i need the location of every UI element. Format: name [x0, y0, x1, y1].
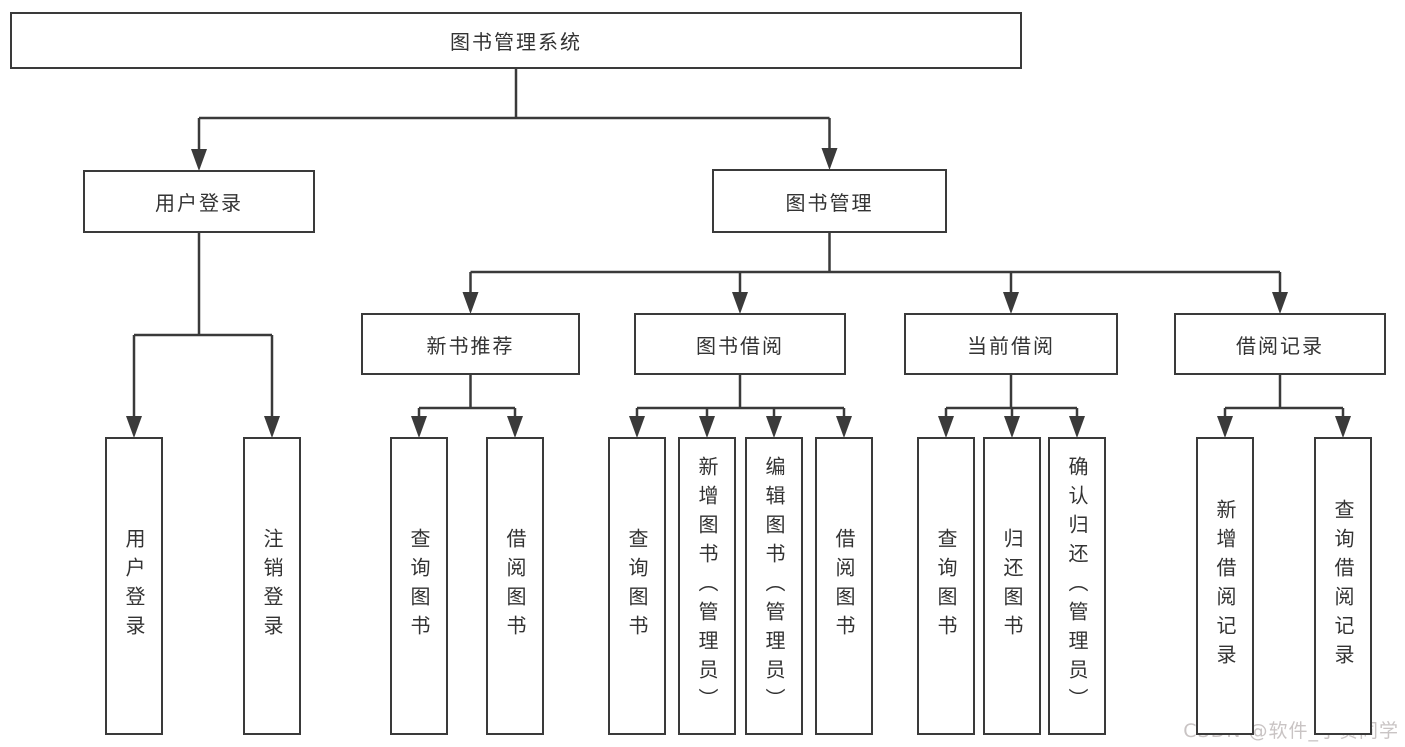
- node-borrow-records: 借阅记录: [1174, 313, 1386, 375]
- arrowhead: [1217, 416, 1233, 438]
- arrowhead: [1069, 416, 1085, 438]
- node-label-leaf-bb-edit: 编辑图书（管理员）: [762, 455, 786, 717]
- node-label-leaf-bb-query: 查询图书: [625, 528, 649, 644]
- node-label-leaf-br-query: 查询借阅记录: [1331, 499, 1355, 673]
- node-leaf-cb-query: 查询图书: [917, 437, 975, 735]
- arrowhead: [1003, 292, 1019, 314]
- node-label-leaf-user-login: 用户登录: [122, 528, 146, 644]
- node-label-leaf-logout: 注销登录: [260, 528, 284, 644]
- node-leaf-cb-return: 归还图书: [983, 437, 1041, 735]
- arrowhead: [126, 416, 142, 438]
- arrowhead: [507, 416, 523, 438]
- node-leaf-bb-add: 新增图书（管理员）: [678, 437, 736, 735]
- node-leaf-br-query: 查询借阅记录: [1314, 437, 1372, 735]
- node-label-new-book-rec: 新书推荐: [426, 333, 515, 358]
- node-leaf-cb-confirm: 确认归还（管理员）: [1048, 437, 1106, 735]
- arrowhead: [938, 416, 954, 438]
- arrowhead: [821, 148, 838, 170]
- node-label-book-borrow: 图书借阅: [696, 333, 784, 358]
- node-leaf-bb-edit: 编辑图书（管理员）: [745, 437, 803, 735]
- node-root: 图书管理系统: [10, 12, 1022, 69]
- node-leaf-rec-query: 查询图书: [390, 437, 448, 735]
- arrowhead: [462, 292, 479, 314]
- arrowhead: [411, 416, 427, 438]
- node-label-root: 图书管理系统: [450, 30, 582, 54]
- node-leaf-bb-borrow: 借阅图书: [815, 437, 873, 735]
- arrowhead: [1004, 416, 1020, 438]
- node-book-borrow: 图书借阅: [634, 313, 846, 375]
- node-leaf-user-login: 用户登录: [105, 437, 163, 735]
- arrowhead: [836, 416, 852, 438]
- node-label-leaf-bb-add: 新增图书（管理员）: [695, 455, 719, 717]
- node-new-book-rec: 新书推荐: [361, 313, 580, 375]
- node-current-borrow: 当前借阅: [904, 313, 1118, 375]
- node-label-leaf-cb-confirm: 确认归还（管理员）: [1065, 455, 1089, 717]
- node-label-leaf-cb-query: 查询图书: [934, 528, 958, 644]
- arrowhead: [264, 416, 280, 438]
- arrowhead: [1335, 416, 1351, 438]
- node-label-current-borrow: 当前借阅: [967, 333, 1055, 358]
- node-label-leaf-rec-query: 查询图书: [407, 528, 431, 644]
- node-label-leaf-cb-return: 归还图书: [1000, 528, 1024, 644]
- node-leaf-rec-borrow: 借阅图书: [486, 437, 544, 735]
- node-label-leaf-rec-borrow: 借阅图书: [503, 528, 527, 644]
- node-leaf-br-add: 新增借阅记录: [1196, 437, 1254, 735]
- node-label-user-login: 用户登录: [155, 191, 243, 215]
- arrowhead: [191, 149, 207, 171]
- node-book-mgmt: 图书管理: [712, 169, 947, 233]
- arrowhead: [732, 292, 748, 314]
- node-label-book-mgmt: 图书管理: [785, 190, 874, 215]
- arrowhead: [629, 416, 645, 438]
- node-label-leaf-br-add: 新增借阅记录: [1213, 499, 1237, 673]
- node-user-login: 用户登录: [83, 170, 315, 233]
- arrowhead: [1272, 292, 1288, 314]
- node-leaf-logout: 注销登录: [243, 437, 301, 735]
- arrowhead: [766, 416, 782, 438]
- node-label-borrow-records: 借阅记录: [1236, 333, 1324, 358]
- node-label-leaf-bb-borrow: 借阅图书: [832, 528, 856, 644]
- node-leaf-bb-query: 查询图书: [608, 437, 666, 735]
- arrowhead: [699, 416, 715, 438]
